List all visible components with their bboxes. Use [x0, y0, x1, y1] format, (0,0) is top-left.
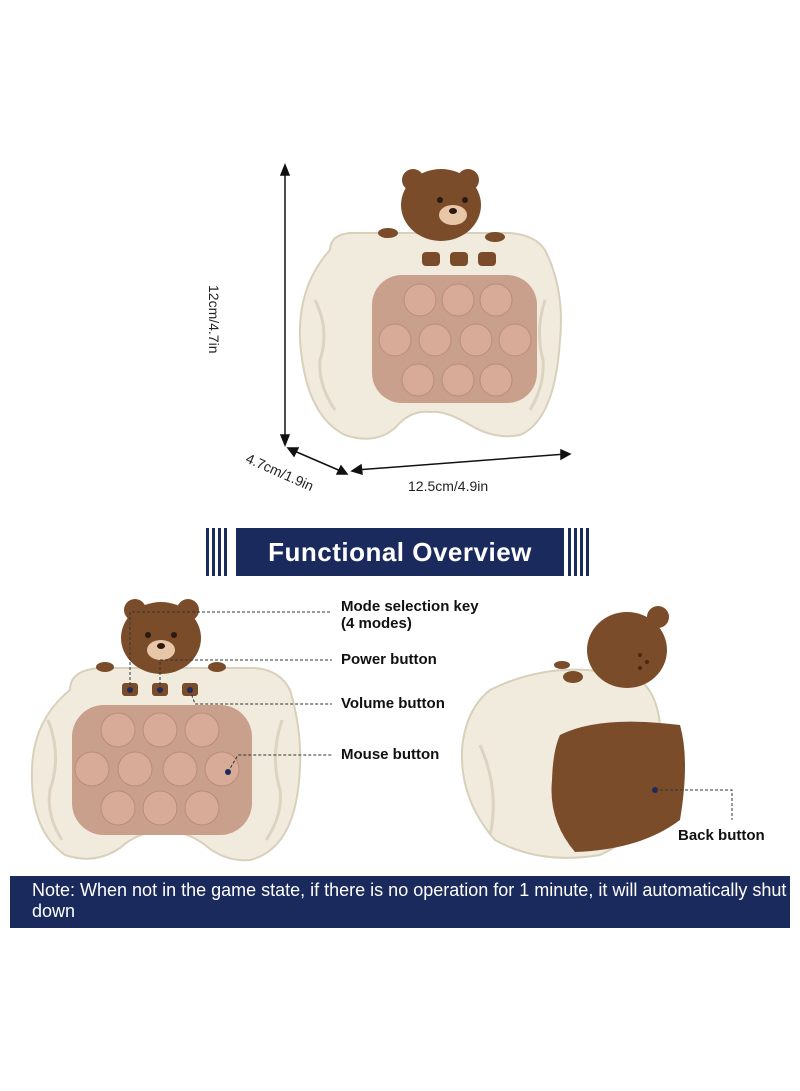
callout-mouse: Mouse button	[341, 746, 440, 763]
back-panel	[551, 721, 685, 852]
section-title: Functional Overview	[236, 528, 564, 576]
callout-power: Power button	[341, 651, 437, 668]
bubbles	[378, 283, 532, 397]
volume-button	[478, 252, 496, 266]
width-dimension-label: 12.5cm/4.9in	[408, 478, 489, 494]
section-title-banner: Functional Overview	[206, 528, 594, 576]
product-side-illustration	[460, 606, 733, 859]
callout-volume: Volume button	[341, 695, 445, 712]
mode-button	[422, 252, 440, 266]
title-bars-left	[206, 528, 227, 576]
title-bars-right	[568, 528, 589, 576]
dimension-lines	[279, 162, 572, 476]
power-button	[450, 252, 468, 266]
height-dimension-label: 12cm/4.7in	[206, 285, 222, 354]
callout-back: Back button	[678, 827, 765, 844]
bear-head	[401, 169, 481, 241]
product-front-illustration	[30, 599, 332, 862]
note-banner: Note: When not in the game state, if the…	[10, 876, 790, 928]
callout-mode-key: Mode selection key (4 modes)	[341, 598, 479, 632]
product-top-illustration	[279, 162, 572, 476]
